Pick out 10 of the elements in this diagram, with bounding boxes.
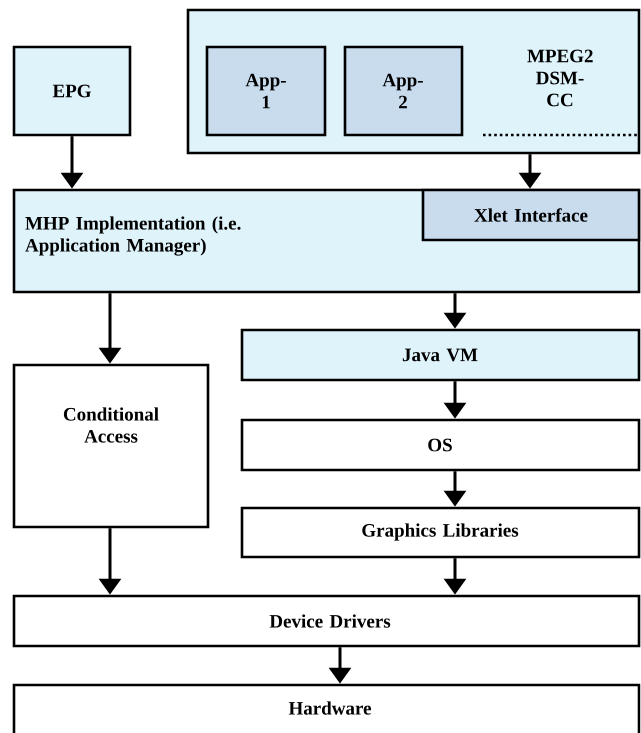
layer-box: Graphics Libraries <box>240 506 640 558</box>
layer-box: Device Drivers <box>12 594 640 648</box>
layer-box: Hardware <box>12 684 640 733</box>
component-box: Conditional Access <box>12 364 210 528</box>
interface-box: Xlet Interface <box>422 188 640 242</box>
layer-box: Java VM <box>240 328 640 382</box>
component-box: EPG <box>12 46 132 136</box>
layer-box: OS <box>240 418 640 472</box>
app-box: App-2 <box>344 46 464 136</box>
app-box: App-1 <box>206 46 326 136</box>
